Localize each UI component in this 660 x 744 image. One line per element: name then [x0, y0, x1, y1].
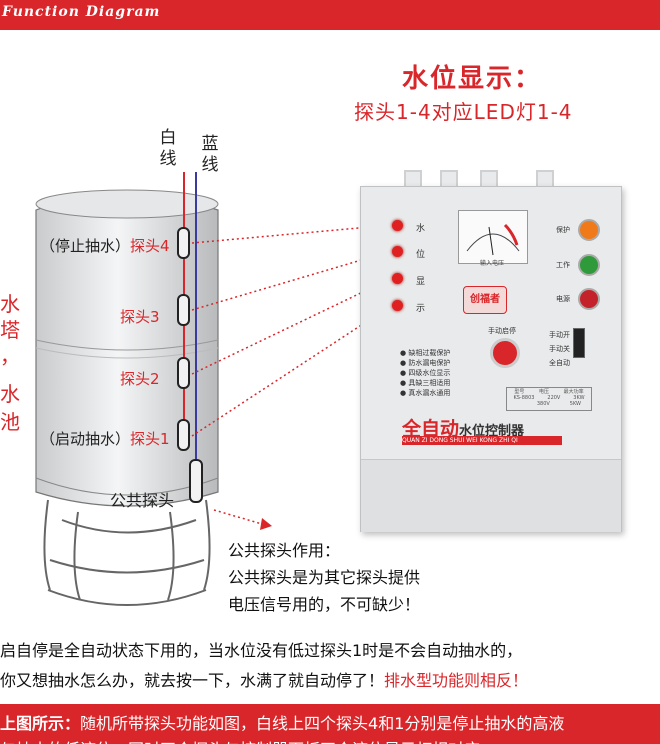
probe-1-label: （启动抽水）探头1: [40, 430, 170, 448]
led-4: [392, 220, 403, 231]
water-display-title: 水位显示：: [402, 64, 543, 94]
meter-dial-icon: [466, 223, 520, 256]
tank-top: [35, 189, 219, 219]
header-title: Function Diagram: [2, 4, 161, 20]
meter-label: 输入电压: [479, 260, 504, 267]
display-char-3: 显: [416, 277, 426, 287]
probe-connectors: [191, 224, 393, 525]
probe-4-label: （停止抽水）探头4: [40, 237, 170, 255]
led-2: [392, 273, 403, 284]
switch-label-auto: 全自动: [549, 359, 570, 367]
mode-switch[interactable]: [573, 328, 585, 358]
led-1: [392, 300, 403, 311]
probe-markers: [177, 227, 203, 503]
common-probe-label: 公共探头: [110, 491, 175, 510]
left-edge-char-4: 水: [0, 382, 20, 406]
power-lamp: [578, 288, 600, 310]
feature-item: ● 真水漏水通用: [400, 389, 451, 397]
feature-item: ● 防水漏电保护: [400, 359, 451, 367]
blue-wire-label: 蓝线: [201, 134, 219, 175]
water-display-subtitle: 探头1-4对应LED灯1-4: [354, 100, 573, 124]
left-edge-char-1: 水: [0, 292, 20, 316]
header-bar: Function Diagram: [0, 0, 660, 30]
manual-button-label: 手动启停: [488, 327, 516, 335]
brand-logo: 创福者: [463, 286, 507, 314]
work-lamp-label: 工作: [556, 261, 570, 269]
switch-label-off: 手动关: [549, 345, 570, 353]
probe-2-label: 探头2: [120, 370, 160, 388]
controller-brand-pinyin: QUAN ZI DONG SHUI WEI KONG ZHI QI: [402, 436, 562, 445]
common-arrow: [260, 518, 272, 530]
tank-stand: [43, 499, 211, 606]
description-line-2: 你又想抽水怎么办，就去按一下，水满了就自动停了！排水型功能则相反！: [0, 671, 529, 690]
switch-label-on: 手动开: [549, 331, 570, 339]
common-note-line-1: 公共探头作用：: [228, 541, 341, 560]
display-char-1: 水: [416, 224, 426, 234]
protect-lamp: [578, 219, 600, 241]
probe-3-label: 探头3: [120, 308, 160, 326]
led-3: [392, 246, 403, 257]
common-note-line-3: 电压信号用的，不可缺少！: [228, 595, 421, 614]
display-char-2: 位: [416, 250, 426, 260]
protect-lamp-label: 保护: [556, 226, 570, 234]
manual-start-stop-button[interactable]: [490, 338, 520, 368]
footer-line-2: 与抽水的低液位，同时四个探头与控制器面板四个液位显示灯相对应: [0, 736, 480, 744]
work-lamp: [578, 254, 600, 276]
display-char-4: 示: [416, 304, 426, 314]
left-edge-char-2: 塔: [0, 318, 20, 342]
left-edge-char-5: 池: [0, 410, 20, 434]
white-wire-label: 白线: [159, 128, 177, 169]
power-lamp-label: 电源: [556, 295, 570, 303]
left-edge-char-3: ，: [0, 344, 20, 368]
controller-lower-panel: [361, 459, 621, 532]
feature-list: ● 缺相过载保护 ● 防水漏电保护 ● 四级水位显示 ● 具缺三相适用 ● 真水…: [400, 348, 450, 398]
footer-bar: 上图所示：随机所带探头功能如图，白线上四个探头4和1分别是停止抽水的高液 与抽水…: [0, 704, 660, 744]
footer-line-1: 上图所示：随机所带探头功能如图，白线上四个探头4和1分别是停止抽水的高液: [0, 714, 565, 733]
feature-item: ● 具缺三相适用: [400, 379, 451, 387]
feature-item: ● 四级水位显示: [400, 369, 451, 377]
controller-brand: 全自动水位控制器: [402, 418, 525, 440]
description-line-1: 启自停是全自动状态下用的，当水位没有低过探头1时是不会自动抽水的，: [0, 641, 523, 660]
voltage-meter: [458, 210, 528, 264]
feature-item: ● 缺相过载保护: [400, 349, 451, 357]
common-note-line-2: 公共探头是为其它探头提供: [228, 568, 421, 587]
